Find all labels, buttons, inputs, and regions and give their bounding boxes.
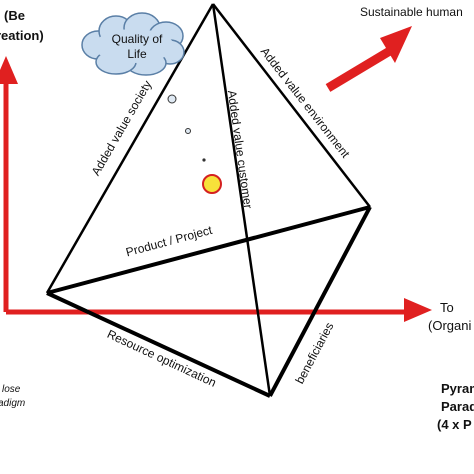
axes [0,26,432,322]
resource-optimization-label: Resource optimization [105,327,219,390]
top-left-label-line2: reation) [0,28,44,43]
top-left-label-line1: (Be [4,8,25,23]
pyramid-paradigm-label-line3: (4 x P [437,417,472,432]
horizontal-axis-arrowhead [404,298,432,322]
thought-bubbles [167,94,206,162]
edge-product-project [46,205,371,295]
edge-customer [211,3,272,397]
edge-beneficiaries [268,206,372,397]
diagonal-arrow-shaft [325,42,401,92]
diagonal-arrowhead [380,26,412,63]
added-value-customer-label: Added value customer [225,89,255,209]
sustainable-human-label: Sustainable human [360,5,463,19]
quality-of-life-cloud: Quality of Life [81,12,185,76]
bottom-left-label-line2: adigm [0,398,25,409]
quality-of-life-label-line2: Life [127,47,147,61]
added-value-environment-label: Added value environment [258,45,353,161]
bottom-left-label-line1: lose [2,384,21,395]
quality-of-life-label-line1: Quality of [112,32,163,46]
edge-environment [212,3,371,208]
bubble-large [167,94,177,104]
bubble-medium [185,128,191,134]
edge-society [45,3,215,294]
pyramid [45,3,372,398]
to-label-line2: (Organi [428,318,471,333]
highlight-circle [202,174,222,194]
bubble-small [202,158,206,162]
pyramid-paradigm-label-line2: Parad [441,399,474,414]
beneficiaries-label: beneficiaries [292,320,336,386]
edge-resource-optimization [46,291,271,398]
pyramid-paradigm-label-line1: Pyram [441,381,474,396]
to-label-line1: To [440,300,454,315]
vertical-axis-arrowhead [0,56,18,84]
